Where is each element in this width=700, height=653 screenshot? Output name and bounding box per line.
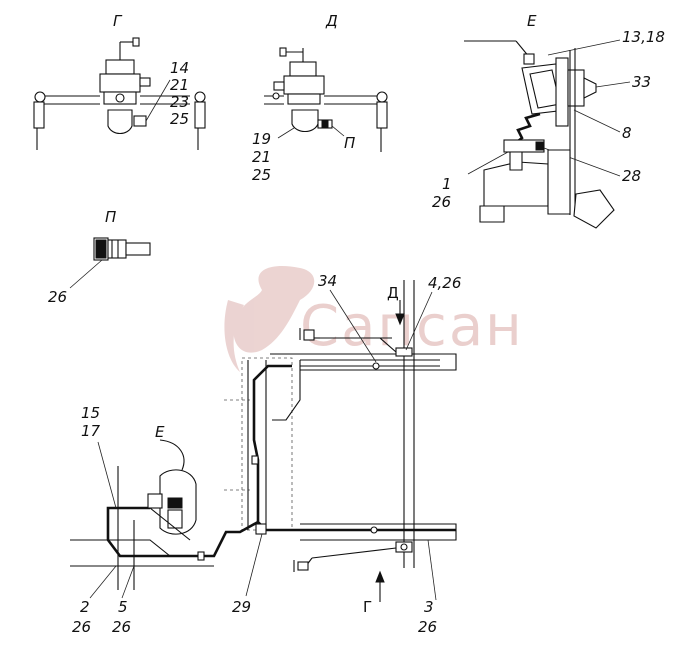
callout-d-p: П: [344, 134, 355, 152]
callout-m-e: Е: [155, 423, 165, 441]
view-e-label: Е: [527, 12, 537, 30]
callout-m-5: 5: [118, 598, 128, 616]
callout-m-17: 17: [81, 422, 101, 440]
callout-g-14: 14: [170, 59, 189, 77]
callout-m-2-26: 26: [72, 618, 91, 636]
callout-g-25: 25: [170, 110, 189, 128]
callout-e-13-18: 13,18: [622, 28, 665, 46]
leader-5: [121, 565, 135, 599]
view-g-label: Г: [113, 12, 123, 30]
leader-4-26: [405, 291, 433, 351]
callout-m-4-26: 4,26: [428, 274, 461, 292]
main-assembly: Е: [70, 280, 457, 590]
callout-p-26: 26: [48, 288, 67, 306]
callout-m-34: 34: [318, 272, 337, 290]
callout-e-26: 26: [432, 193, 451, 211]
view-e: Е 13,18 33 8 28 1 26: [432, 12, 665, 229]
callout-m-3: 3: [424, 598, 434, 616]
leader-3: [427, 539, 437, 601]
view-d: Д 19 21 25 П: [252, 12, 388, 184]
leader-34: [329, 289, 377, 363]
callout-m-15: 15: [81, 404, 100, 422]
callout-d-21: 21: [252, 148, 271, 166]
leader-2: [89, 565, 117, 599]
callout-e-1: 1: [442, 175, 452, 193]
callout-m-29: 29: [232, 598, 251, 616]
callout-m-d: Д: [387, 284, 399, 302]
view-p: П 26: [48, 208, 151, 306]
callout-m-5-26: 26: [112, 618, 131, 636]
view-p-label: П: [105, 208, 116, 226]
leader-29: [245, 533, 263, 597]
callout-d-19: 19: [252, 130, 271, 148]
callout-m-2: 2: [80, 598, 90, 616]
callout-d-25: 25: [252, 166, 271, 184]
callout-g-21: 21: [170, 76, 189, 94]
leader-15-17: [97, 441, 117, 509]
view-d-label: Д: [325, 12, 338, 30]
callout-g-23: 23: [170, 93, 189, 111]
view-g: Г 14 21 23 25: [33, 12, 206, 150]
callout-e-8: 8: [622, 124, 632, 142]
watermark-logo: [224, 266, 315, 372]
callout-e-33: 33: [632, 73, 651, 91]
callout-m-3-26: 26: [418, 618, 437, 636]
callout-e-28: 28: [622, 167, 641, 185]
callout-m-g: Г: [363, 598, 372, 616]
